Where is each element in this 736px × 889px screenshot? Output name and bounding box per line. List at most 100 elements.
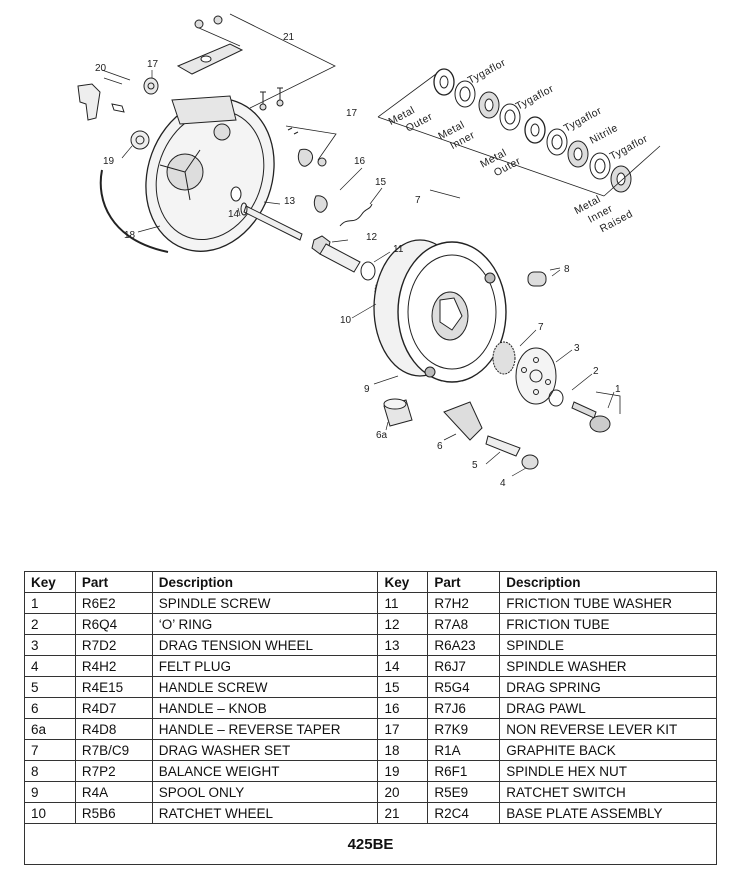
part-16-drag-pawl [313,195,328,213]
description-cell: BALANCE WEIGHT [151,760,379,782]
key-cell: 21 [377,802,429,824]
table-header-row: Key Part Description Key Part Descriptio… [24,571,717,593]
key-cell: 16 [377,697,429,719]
column-header-key: Key [377,571,429,593]
part-20-ratchet-switch [77,83,125,121]
callout-10: 10 [340,315,352,326]
key-cell: 20 [377,781,429,803]
key-cell: 14 [377,655,429,677]
part-9-spool [373,239,507,383]
description-cell: SPINDLE [499,634,717,656]
callout-17: 17 [346,108,358,119]
description-cell: SPINDLE WASHER [499,655,717,677]
description-cell: BASE PLATE ASSEMBLY [499,802,717,824]
key-cell: 19 [377,760,429,782]
description-cell: FRICTION TUBE [499,613,717,635]
description-cell: HANDLE – KNOB [151,697,379,719]
callout-6a: 6a [376,430,388,441]
part-5-handle-screw [485,435,521,457]
part-cell: R6J7 [427,655,501,677]
model-number: 425BE [24,823,717,865]
key-cell: 2 [24,613,76,635]
callout-7: 7 [415,195,421,206]
callout-13: 13 [284,196,296,207]
key-cell: 9 [24,781,76,803]
callout-4: 4 [500,478,506,489]
part-cell: R2C4 [427,802,501,824]
exploded-parts-diagram: 21 20 17 19 18 14 13 17 16 15 12 11 10 9… [77,13,661,489]
part-15-drag-spring [339,203,373,227]
callout-2: 2 [593,366,599,377]
part-cell: R4H2 [74,655,153,677]
key-cell: 13 [377,634,429,656]
callout-6: 6 [437,441,443,452]
key-cell: 17 [377,718,429,740]
part-cell: R7J6 [427,697,501,719]
description-cell: DRAG WASHER SET [151,739,379,761]
key-cell: 3 [24,634,76,656]
column-header-part: Part [427,571,501,593]
key-cell: 18 [377,739,429,761]
callout-18: 18 [124,230,136,241]
parts-table: Key Part Description Key Part Descriptio… [24,571,717,865]
part-7-drag-washer-set [433,68,632,193]
description-cell: RATCHET WHEEL [151,802,379,824]
key-cell: 11 [377,592,429,614]
callout-19: 19 [103,156,115,167]
description-cell: NON REVERSE LEVER KIT [499,718,717,740]
callout-8: 8 [564,264,570,275]
key-cell: 12 [377,613,429,635]
part-1-spindle-screw [571,401,611,433]
description-cell: ‘O’ RING [151,613,379,635]
description-cell: RATCHET SWITCH [499,781,717,803]
part-cell: R5G4 [427,676,501,698]
part-17-non-reverse-lever-top [143,77,159,95]
part-cell: R7K9 [427,718,501,740]
description-cell: SPINDLE HEX NUT [499,760,717,782]
washer-label-tygaflor: Tygaflor [514,83,556,113]
part-cell: R6E2 [74,592,153,614]
key-cell: 1 [24,592,76,614]
key-cell: 15 [377,676,429,698]
key-cell: 5 [24,676,76,698]
description-cell: DRAG PAWL [499,697,717,719]
part-cell: R4E15 [74,676,153,698]
model-row: 425BE [24,823,717,865]
part-cell: R4D8 [74,718,153,740]
part-21-base-plate-assembly [176,15,284,111]
part-cell: R7D2 [74,634,153,656]
part-cell: R1A [427,739,501,761]
part-cell: R6A23 [427,634,501,656]
callout-1: 1 [615,384,621,395]
part-cell: R7A8 [427,613,501,635]
key-cell: 7 [24,739,76,761]
callout-11: 11 [393,244,404,255]
part-6-handle-knob [443,401,483,441]
description-cell: FRICTION TUBE WASHER [499,592,717,614]
part-cell: R5B6 [74,802,153,824]
part-cell: R7H2 [427,592,501,614]
callout-16: 16 [354,156,366,167]
description-cell: FELT PLUG [151,655,379,677]
part-3-drag-tension-wheel [515,347,557,405]
part-cell: R6F1 [427,760,501,782]
part-8-balance-weight [527,271,547,287]
part-6a-handle-reverse-taper [383,398,413,427]
callout-3: 3 [574,343,580,354]
description-cell: SPOOL ONLY [151,781,379,803]
part-cell: R4D7 [74,697,153,719]
key-cell: 6 [24,697,76,719]
part-19-spindle-hex-nut [130,130,150,150]
part-cell: R5E9 [427,781,501,803]
description-cell: GRAPHITE BACK [499,739,717,761]
part-14-spindle-washer [230,186,242,202]
key-cell: 6a [24,718,76,740]
part-2-o-ring [548,389,564,407]
